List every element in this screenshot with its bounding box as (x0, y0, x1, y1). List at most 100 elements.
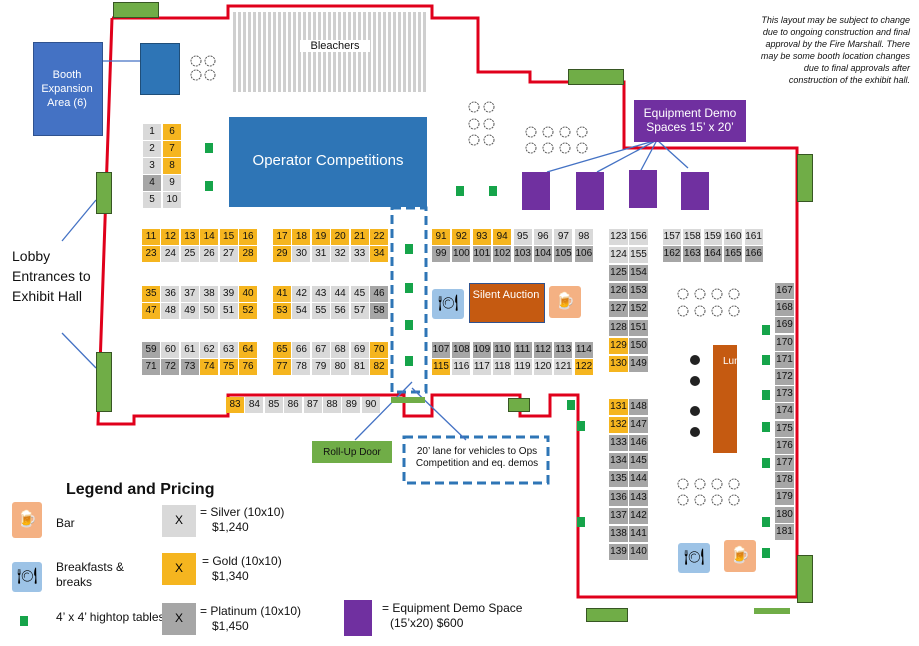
booth-26: 26 (200, 246, 219, 262)
booth-53: 53 (273, 303, 291, 319)
booth-32: 32 (331, 246, 350, 262)
booth-146: 146 (629, 435, 648, 452)
booth-141: 141 (629, 525, 648, 542)
booth-56: 56 (331, 303, 350, 319)
lunch-label: Lun (723, 356, 740, 367)
legend-gold-marker: X (174, 561, 183, 575)
booth-33: 33 (350, 246, 369, 262)
booth-88: 88 (323, 397, 341, 413)
booth-9: 9 (163, 175, 181, 191)
booth-172: 172 (775, 369, 794, 385)
booth-86: 86 (284, 397, 303, 413)
booth-47: 47 (142, 303, 160, 319)
booth-11: 11 (142, 229, 160, 245)
booth-94: 94 (493, 229, 512, 245)
roll-up-door (312, 441, 392, 463)
demo-space-3 (629, 170, 657, 208)
booth-137: 137 (609, 507, 628, 524)
booth-98: 98 (574, 229, 593, 245)
booth-68: 68 (331, 342, 350, 358)
booth-142: 142 (629, 507, 648, 524)
hightop-table (567, 400, 575, 410)
booth-151: 151 (629, 319, 648, 336)
booth-51: 51 (219, 303, 238, 319)
booth-111: 111 (513, 342, 532, 358)
booth-105: 105 (554, 246, 573, 262)
booth-30: 30 (292, 246, 311, 262)
booth-149: 149 (629, 355, 648, 372)
booth-120: 120 (534, 359, 552, 375)
entrance-bottom-mid (508, 398, 530, 412)
hightop-table (456, 186, 464, 196)
demo-space-4 (681, 172, 709, 210)
booth-121: 121 (554, 359, 573, 375)
legend-gold-swatch (162, 553, 196, 585)
booth-91: 91 (432, 229, 450, 245)
booth-129: 129 (609, 337, 628, 354)
booth-2: 2 (143, 141, 161, 157)
hightop-table (577, 517, 585, 527)
hightop-table (405, 320, 413, 330)
door-strip-1 (391, 397, 425, 403)
legend-platinum-marker: X (174, 611, 183, 625)
breakfast-icon: 🍽 (678, 543, 710, 573)
booth-22: 22 (370, 229, 388, 245)
legend-gold-price: $1,340 (212, 569, 249, 583)
booth-expansion-box (33, 42, 103, 136)
booth-157: 157 (663, 229, 681, 245)
hightop-table (489, 186, 497, 196)
booth-85: 85 (264, 397, 283, 413)
entrance-top-left (113, 2, 159, 18)
booth-28: 28 (239, 246, 257, 262)
booth-127: 127 (609, 301, 628, 318)
entrance-right-bottom (797, 555, 813, 603)
booth-181: 181 (775, 523, 794, 540)
booth-117: 117 (472, 359, 491, 375)
booth-79: 79 (311, 359, 330, 375)
booth-21: 21 (350, 229, 369, 245)
booth-114: 114 (574, 342, 593, 358)
booth-95: 95 (513, 229, 532, 245)
booth-126: 126 (609, 283, 628, 300)
booth-40: 40 (239, 286, 257, 302)
booth-125: 125 (609, 265, 628, 282)
booth-23: 23 (142, 246, 160, 262)
booth-7: 7 (163, 141, 181, 157)
entrance-bottom-right (586, 608, 628, 622)
booth-24: 24 (161, 246, 180, 262)
booth-144: 144 (629, 471, 648, 488)
equipment-demo-label: Equipment Demo Spaces 15’ x 20’ (643, 106, 737, 134)
booth-31: 31 (311, 246, 330, 262)
booth-176: 176 (775, 437, 794, 454)
booth-165: 165 (724, 246, 743, 262)
legend-demo-swatch (344, 600, 372, 636)
bar-icon: 🍺 (549, 286, 581, 318)
hightop-table (762, 355, 770, 365)
bar-icon: 🍺 (724, 540, 756, 572)
booth-38: 38 (200, 286, 219, 302)
booth-69: 69 (350, 342, 369, 358)
booth-44: 44 (331, 286, 350, 302)
booth-131: 131 (609, 399, 628, 415)
bleachers-area (233, 12, 428, 92)
booth-147: 147 (629, 417, 648, 434)
booth-63: 63 (219, 342, 238, 358)
lunch-table (713, 345, 737, 453)
booth-36: 36 (161, 286, 180, 302)
booth-42: 42 (292, 286, 311, 302)
booth-64: 64 (239, 342, 257, 358)
operator-competitions-stage (229, 117, 427, 207)
booth-150: 150 (629, 337, 648, 354)
hightop-table (762, 458, 770, 468)
booth-12: 12 (161, 229, 180, 245)
legend-breakfast-label: Breakfasts & breaks (56, 560, 125, 589)
hightop-table (762, 422, 770, 432)
booth-48: 48 (161, 303, 180, 319)
booth-72: 72 (161, 359, 180, 375)
booth-80: 80 (331, 359, 350, 375)
legend-platinum-swatch (162, 603, 196, 635)
legend-bar-icon: 🍺 (12, 502, 42, 538)
legend-gold-label: = Gold (10x10) (202, 554, 282, 568)
booth-93: 93 (472, 229, 491, 245)
booth-103: 103 (513, 246, 532, 262)
